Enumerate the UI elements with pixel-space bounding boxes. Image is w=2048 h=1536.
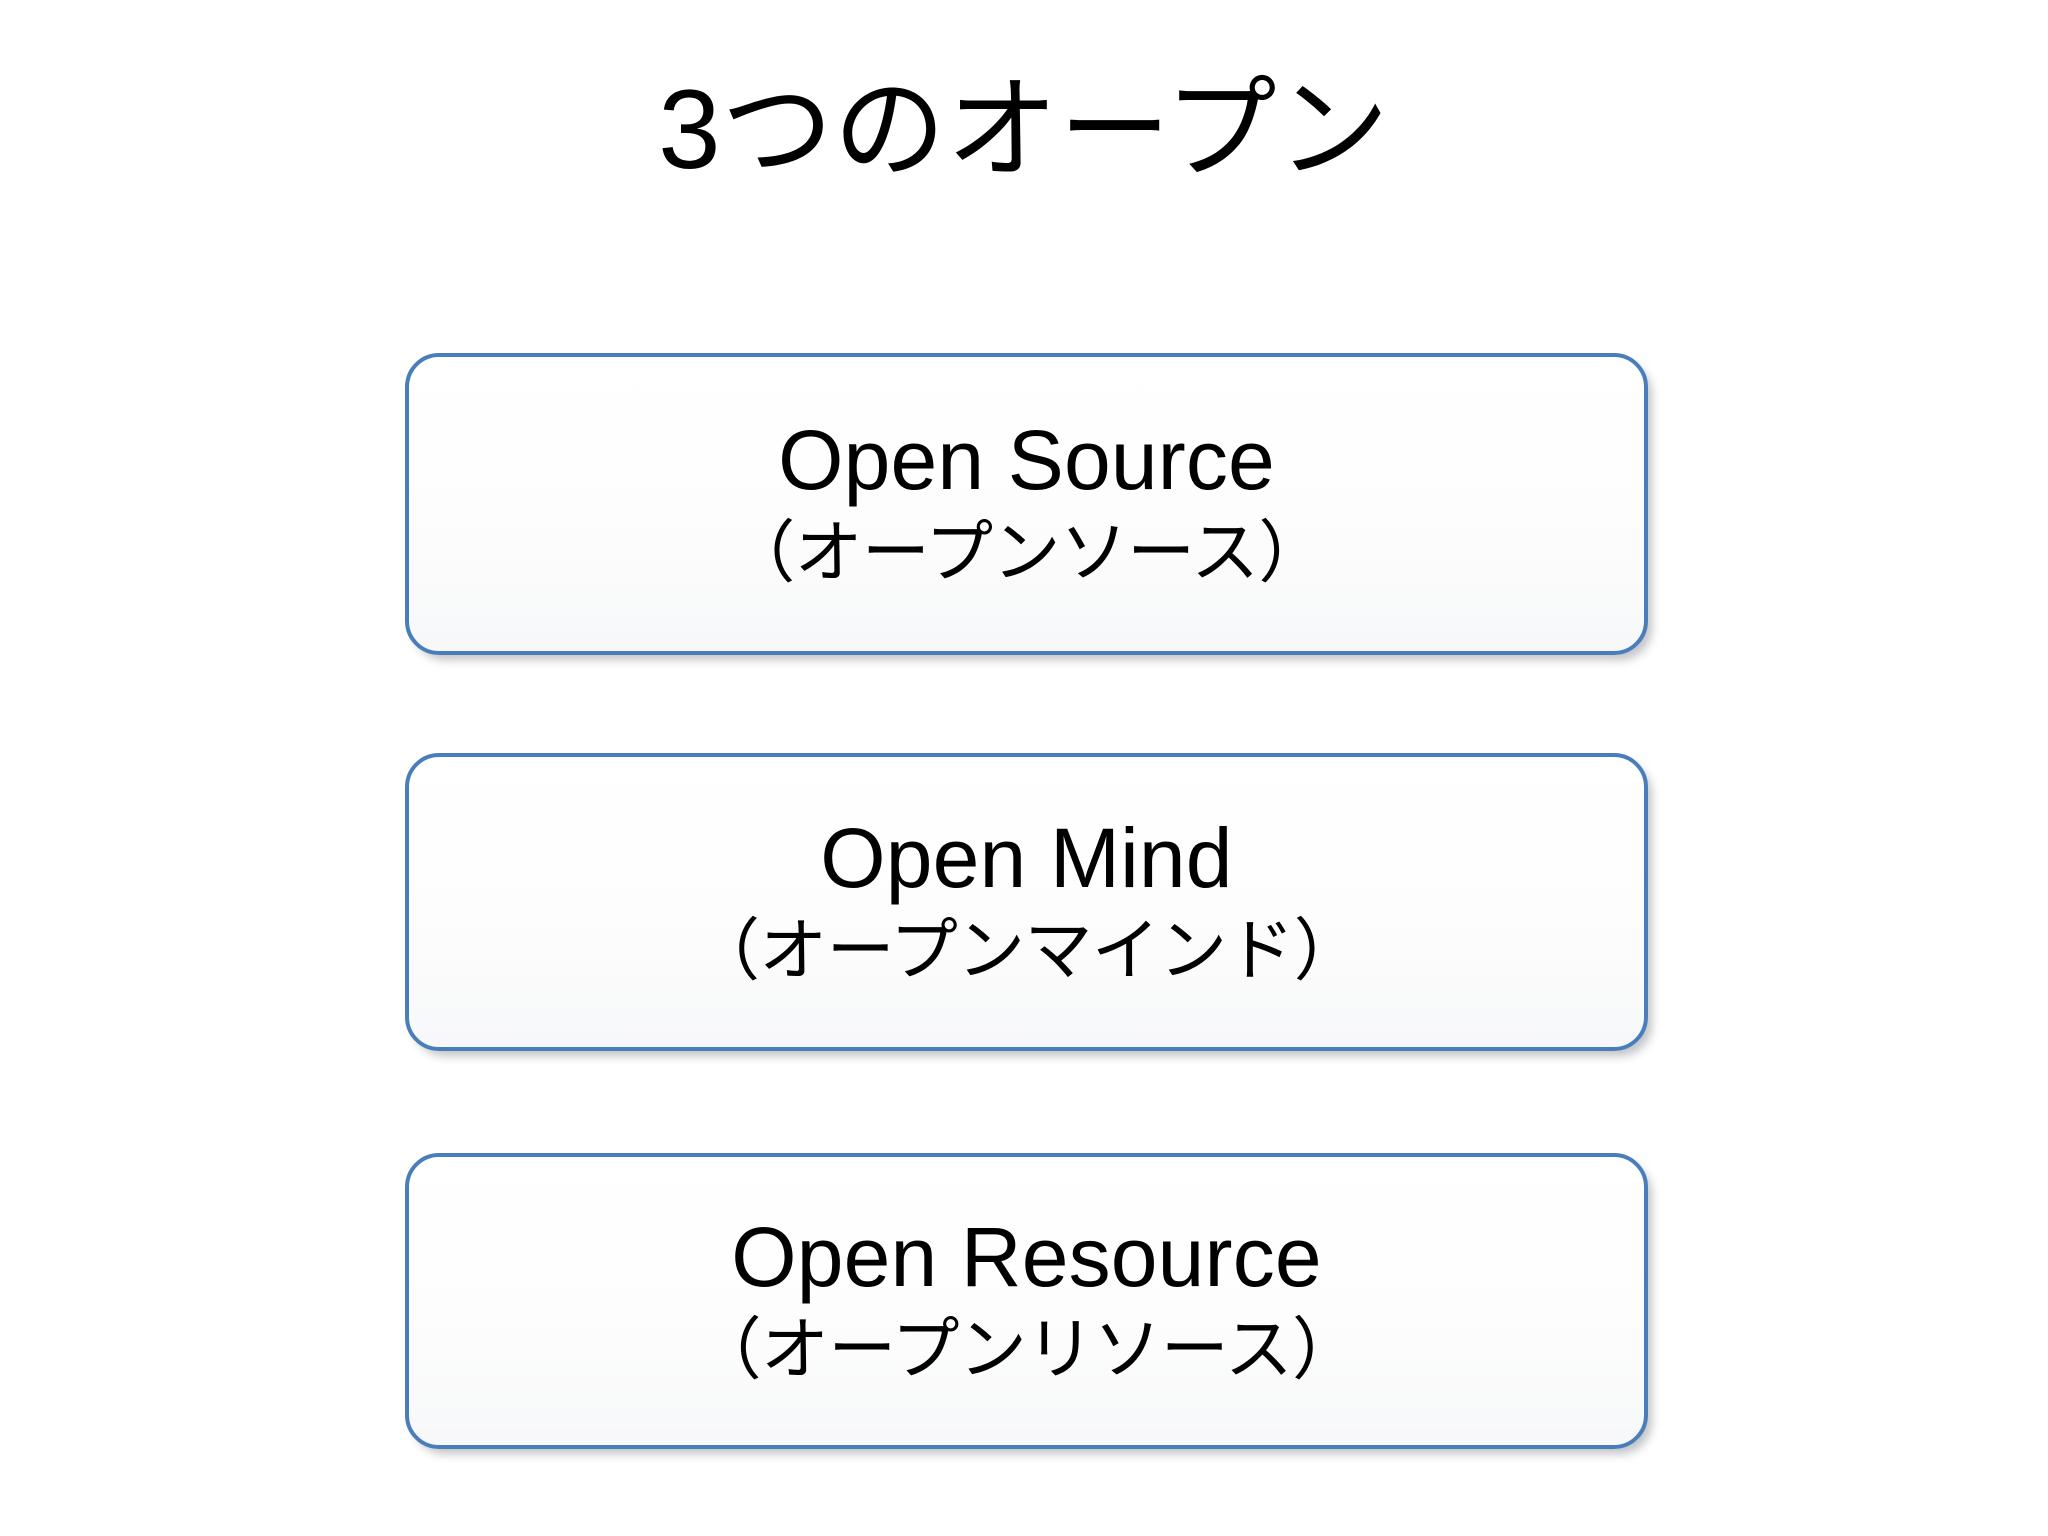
concept-box-open-source[interactable]: Open Source （オープンソース）	[405, 353, 1648, 655]
concept-title-ja: （オープンソース）	[727, 515, 1326, 592]
concept-title-ja: （オープンマインド）	[691, 913, 1362, 990]
concept-box-open-resource[interactable]: Open Resource （オープンリソース）	[405, 1153, 1648, 1449]
concept-title-en: Open Source	[778, 412, 1275, 507]
concept-box-open-mind[interactable]: Open Mind （オープンマインド）	[405, 753, 1648, 1051]
page-title: 3つのオープン	[658, 67, 1390, 192]
concept-title-en: Open Mind	[820, 810, 1233, 905]
concept-title-ja: （オープンリソース）	[693, 1312, 1360, 1389]
concept-title-en: Open Resource	[731, 1209, 1322, 1304]
